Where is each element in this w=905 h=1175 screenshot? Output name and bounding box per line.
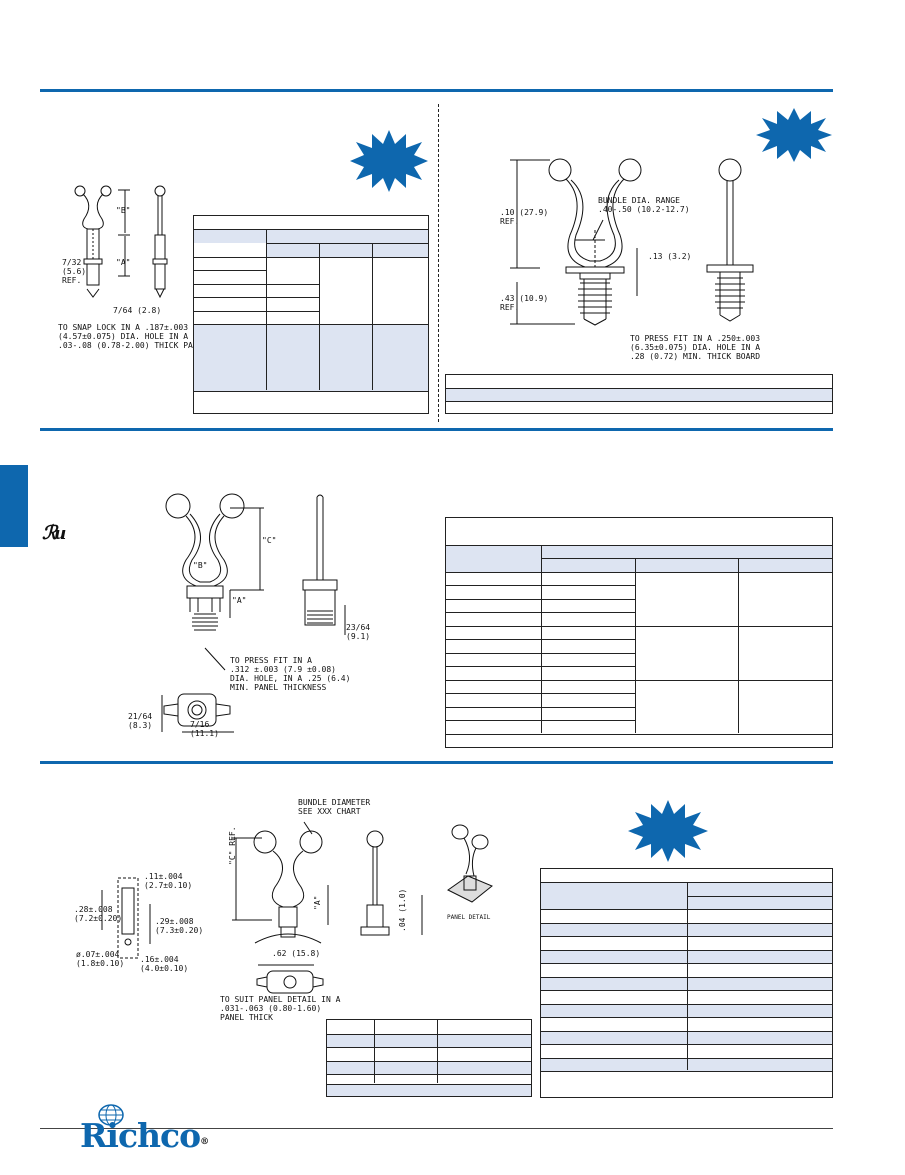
clip-side-view-drawing [355,825,395,945]
dim-flange-label: .13 (3.2) [648,252,692,261]
new-starburst-icon [756,108,832,162]
section-rule-3 [40,761,833,764]
bundle-range-label: BUNDLE DIA. RANGE .40-.50 (10.2-12.7) [598,196,690,214]
dim-side-label: 7/32 (5.6) REF. [62,258,87,285]
mounting-note: TO PRESS FIT IN A .250±.003 (6.35±0.075)… [630,334,761,361]
dim-label-2: .28±.008 (7.2±0.20) [74,905,123,923]
clip-front-view-drawing [245,825,335,975]
panel-detail-drawing [440,820,500,915]
dim-a-label: "A" [313,895,322,910]
dimension-lines [232,820,432,1000]
spec-table [193,215,429,414]
panel-cutout-drawing [100,870,160,965]
dim-side-label: 23/64 (9.1) [346,623,371,641]
dim-b-label: "B" [193,561,208,570]
clip-bottom-view-drawing [255,965,325,999]
dim-label-4: ø.07±.004 (1.8±0.10) [76,950,125,968]
dim-bottom-label: 7/64 (2.8) [113,306,162,315]
section-rule-2 [40,428,833,431]
clip-front-view-drawing [160,490,250,640]
new-starburst-icon [350,130,428,192]
dim-c-label: "C" [262,536,277,545]
clip-side-view-drawing [150,185,170,305]
spec-table [540,868,833,1098]
dim-width-label: 21/64 (8.3) [128,712,153,730]
panel-detail-label: PANEL DETAIL [447,914,491,921]
dimension-lines [160,500,300,740]
logo-text: Richco [80,1116,201,1155]
new-starburst-icon [628,800,708,862]
side-tab [0,465,28,547]
clip-front-view-drawing [70,185,120,305]
dim-label-1: .11±.004 (2.7±0.10) [144,872,193,890]
company-logo: Richco® [80,1116,209,1156]
dim-label-3: .29±.008 (7.3±0.20) [155,917,204,935]
mounting-note: TO SNAP LOCK IN A .187±.003 (4.57±0.075)… [58,323,212,350]
dim-height-label: .10 (27.9) REF. [500,208,549,226]
bundle-diameter-label: BUNDLE DIAMETER SEE XXX CHART [298,798,371,816]
column-divider [438,104,439,422]
registered-mark: ® [200,1137,209,1147]
dim-thick-label: .04 (1.0) [398,888,407,932]
clip-press-fit-front-drawing [540,155,650,330]
ul-mark-icon: ℛ u [42,522,66,544]
spec-table [445,517,833,748]
dim-a-label: "A" [116,258,131,267]
dim-label-5: .16±.004 (4.0±0.10) [140,955,189,973]
clip-top-view-drawing [160,690,235,730]
dim-length-label: 7/16 (11.1) [190,720,219,738]
footer-rule [40,1128,833,1129]
svg-text:ℛ: ℛ [42,522,59,544]
clip-press-fit-side-drawing [705,155,755,330]
dim-a-label: "A" [232,596,247,605]
spec-table [445,374,833,414]
clip-side-view-drawing [295,495,345,645]
globe-logo-icon [98,1104,124,1126]
section-rule-top [40,89,833,92]
dimension-lines [505,158,655,328]
svg-text:u: u [54,524,66,544]
dim-c-ref-label: "C" REF. [228,826,237,865]
dim-b-label: "B" [116,206,131,215]
mounting-note: TO PRESS FIT IN A .312 ±.003 (7.9 ±0.08)… [230,656,351,692]
spec-table [326,1019,532,1097]
mounting-note: TO SUIT PANEL DETAIL IN A .031-.063 (0.8… [220,995,341,1022]
dim-width-label: .62 (15.8) [272,949,321,958]
dimension-lines [90,188,140,298]
dim-base-label: .43 (10.9) REF. [500,294,549,312]
